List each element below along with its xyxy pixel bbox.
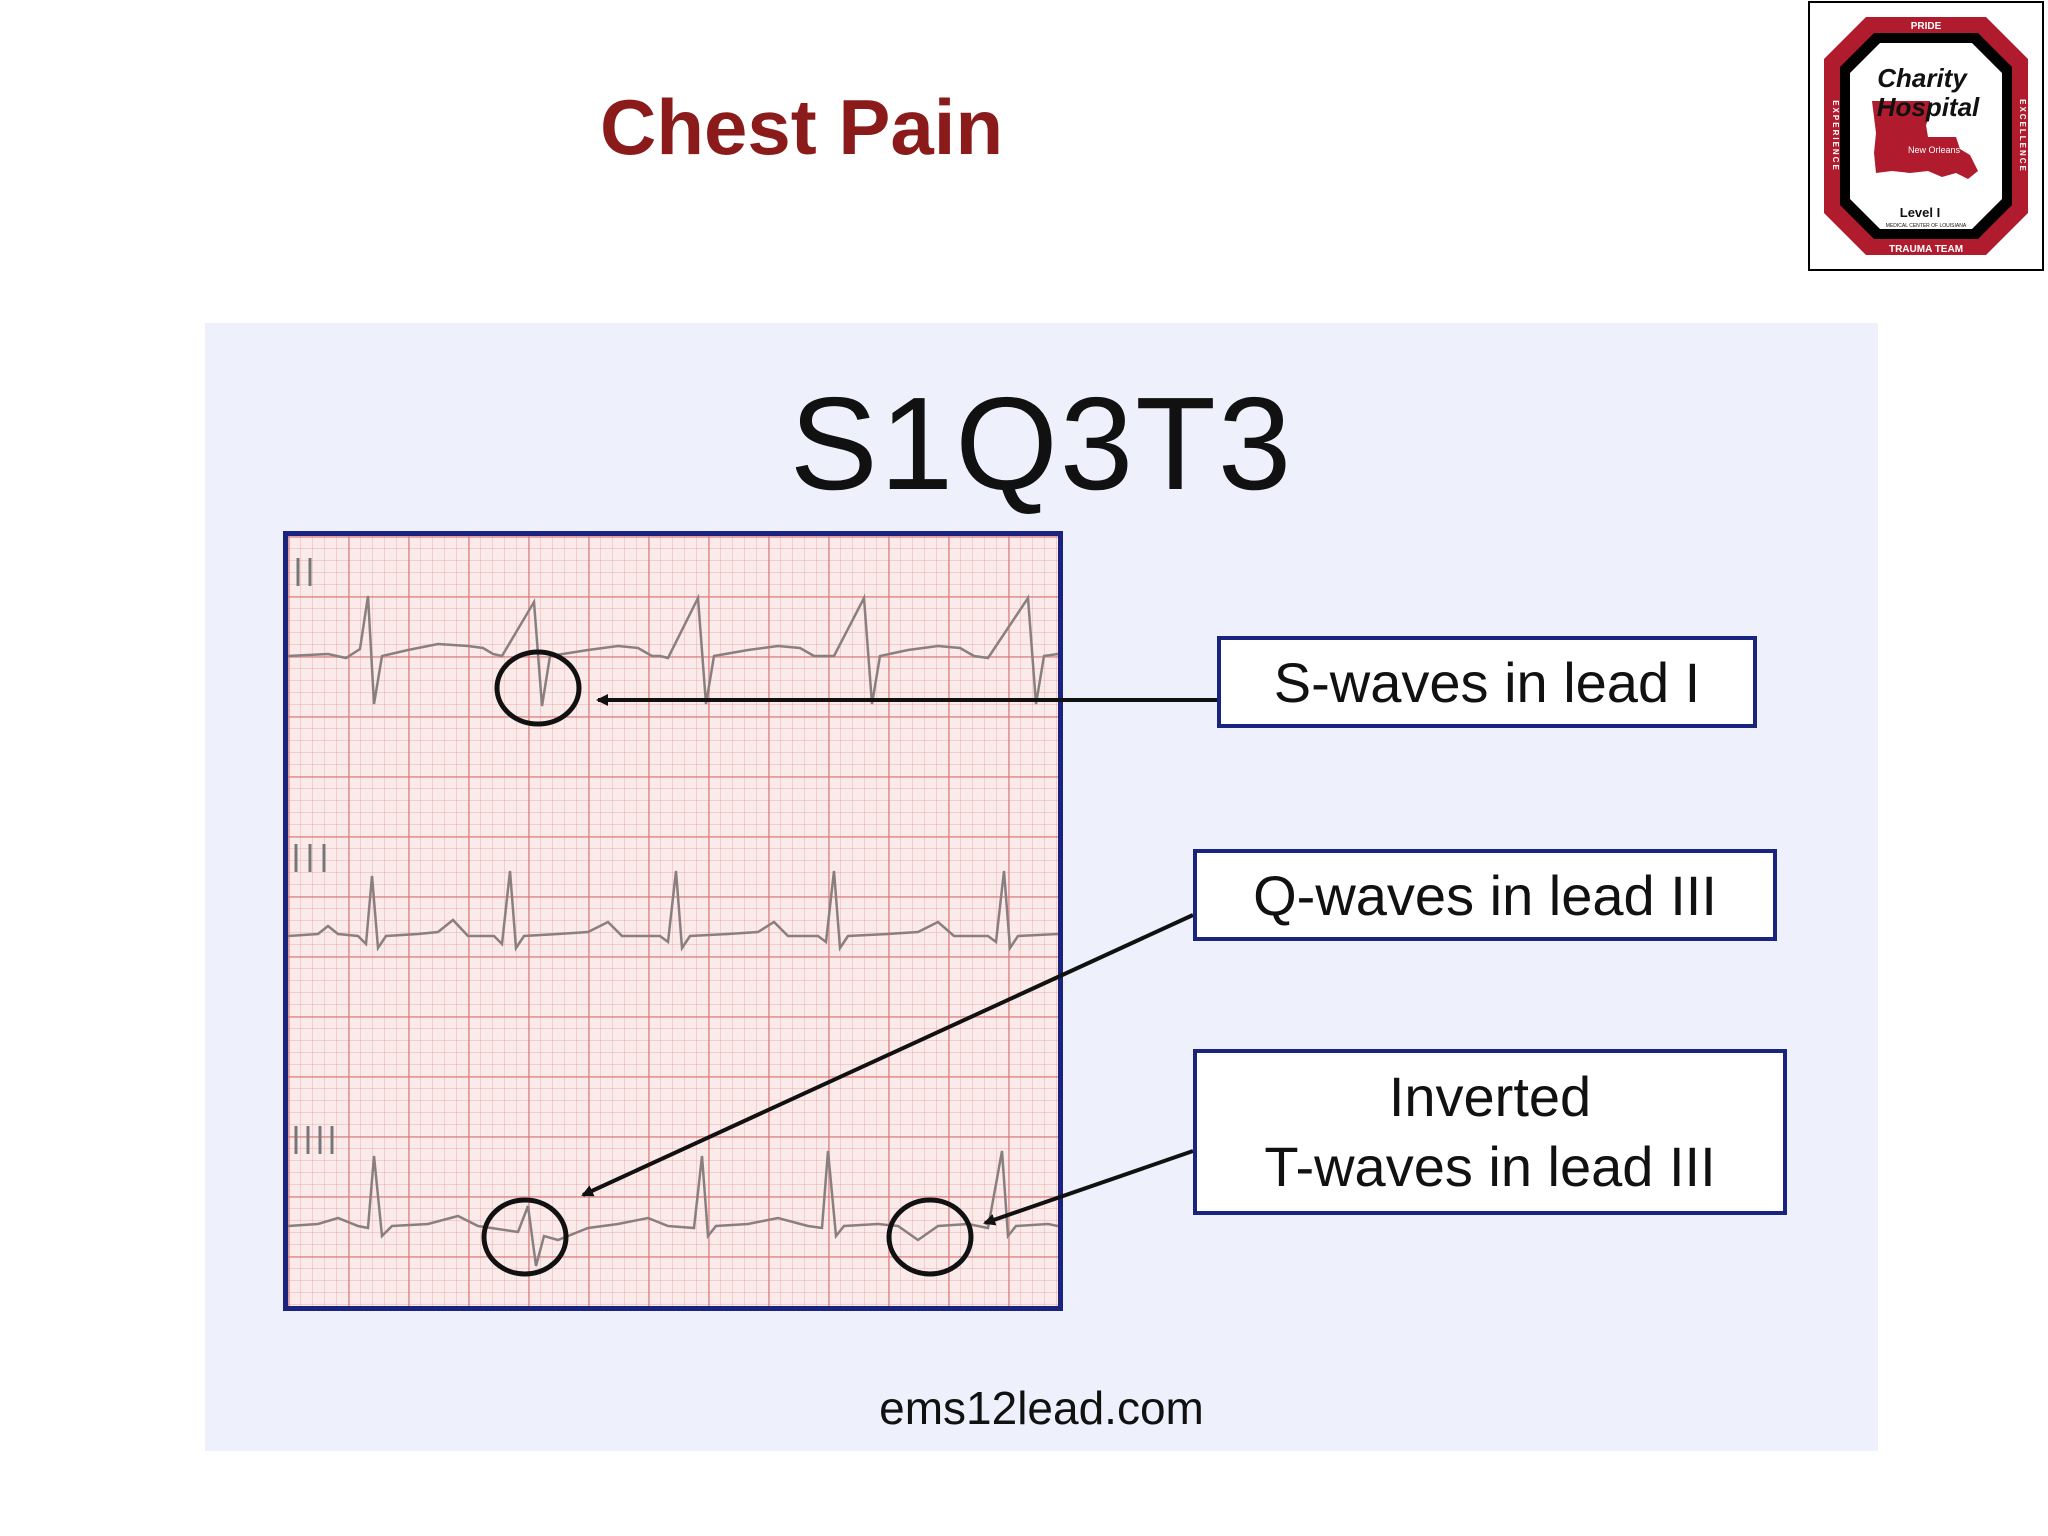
- lead-label-iii-marker: [294, 1126, 334, 1154]
- ecg-trace-lead-i: [288, 593, 1058, 707]
- logo-name-line1: Charity: [1877, 63, 1968, 93]
- callout-q-waves-text: Q-waves in lead III: [1253, 863, 1717, 927]
- arrow-q-wave: [581, 913, 1194, 1197]
- callout-t-waves-line2: T-waves in lead III: [1264, 1135, 1716, 1198]
- logo-level: Level I: [1900, 205, 1940, 220]
- callout-s-waves-text: S-waves in lead I: [1273, 650, 1701, 714]
- s1q3t3-figure: S1Q3T3: [205, 323, 1878, 1451]
- arrow-t-wave: [983, 1149, 1194, 1226]
- q-wave-circle: [481, 1197, 569, 1277]
- source-credit: ems12lead.com: [879, 1382, 1204, 1434]
- annotation-overlay: [481, 649, 1217, 1277]
- logo-right-text: EXCELLENCE: [2018, 99, 2027, 173]
- ecg-trace-lead-ii: [288, 870, 1058, 952]
- charity-hospital-logo: PRIDE TRAUMA TEAM EXPERIENCE EXCELLENCE …: [1808, 1, 2044, 271]
- logo-name-line2: Hospital: [1877, 92, 1980, 122]
- lead-label-ii-marker: [294, 844, 326, 872]
- ecg-trace-lead-iii: [288, 1150, 1058, 1267]
- logo-subtitle: MEDICAL CENTER OF LOUISIANA: [1886, 223, 1967, 229]
- s-wave-circle: [494, 649, 582, 727]
- t-wave-circle: [886, 1197, 974, 1277]
- callout-t-waves: Inverted T-waves in lead III: [1193, 1049, 1787, 1215]
- slide-title: Chest Pain: [600, 83, 1004, 171]
- louisiana-map-icon: [1872, 101, 1978, 179]
- callout-q-waves: Q-waves in lead III: [1193, 849, 1777, 941]
- ecg-strip: [283, 531, 1063, 1311]
- callout-s-waves: S-waves in lead I: [1217, 636, 1757, 728]
- lead-label-i-marker: [296, 558, 312, 586]
- logo-left-text: EXPERIENCE: [1831, 100, 1840, 172]
- logo-bottom-text: TRAUMA TEAM: [1889, 244, 1963, 255]
- logo-top-text: PRIDE: [1911, 21, 1942, 32]
- callout-t-waves-line1: Inverted: [1388, 1065, 1592, 1128]
- figure-title: S1Q3T3: [789, 370, 1294, 517]
- logo-city: New Orleans: [1908, 145, 1961, 155]
